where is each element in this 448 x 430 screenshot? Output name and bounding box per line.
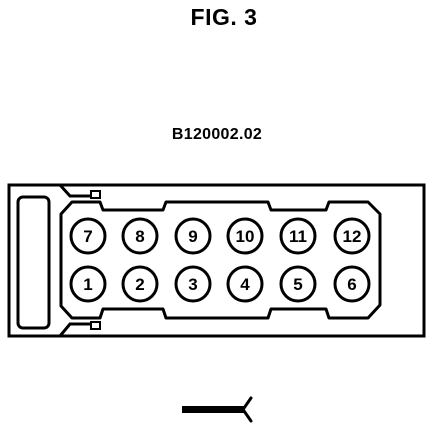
figure-title: FIG. 3: [190, 4, 258, 30]
figure-code: B120002.02: [171, 126, 263, 143]
pin-9-label: 9: [188, 227, 197, 246]
probe-tool-icon: [182, 396, 253, 423]
pin-1-circle: [69, 265, 107, 303]
pin-cavity: [59, 200, 382, 320]
pin-3-circle: [174, 265, 212, 303]
pin-9-circle: [174, 217, 212, 255]
connector-latch: [16, 195, 51, 330]
latch-tab-bottom: [90, 321, 101, 330]
connector-body: [7, 183, 426, 338]
pin-10-label: 10: [236, 227, 255, 246]
pin-row-bottom: 1 2 3 4 5 6: [69, 265, 371, 303]
pin-5-label: 5: [293, 275, 302, 294]
pin-7-circle: [69, 217, 107, 255]
pin-3-label: 3: [188, 275, 197, 294]
pin-7-label: 7: [83, 227, 92, 246]
pin-1-label: 1: [83, 275, 92, 294]
pin-10-circle: [226, 217, 264, 255]
pin-6-label: 6: [347, 275, 356, 294]
latch-tab-top: [90, 190, 101, 199]
pin-8-circle: [121, 217, 159, 255]
pin-2-circle: [121, 265, 159, 303]
pin-row-top: 7 8 9 10 11 12: [69, 217, 371, 255]
pin-12-label: 12: [343, 227, 362, 246]
pin-4-circle: [226, 265, 264, 303]
pin-4-label: 4: [240, 275, 250, 294]
pin-12-circle: [333, 217, 371, 255]
latch-arm-top: [58, 183, 98, 198]
pin-5-circle: [279, 265, 317, 303]
pin-6-circle: [333, 265, 371, 303]
pin-8-label: 8: [135, 227, 144, 246]
pin-2-label: 2: [135, 275, 144, 294]
pin-11-label: 11: [289, 227, 307, 246]
latch-arm-bottom: [58, 322, 98, 337]
pin-11-circle: [279, 217, 317, 255]
